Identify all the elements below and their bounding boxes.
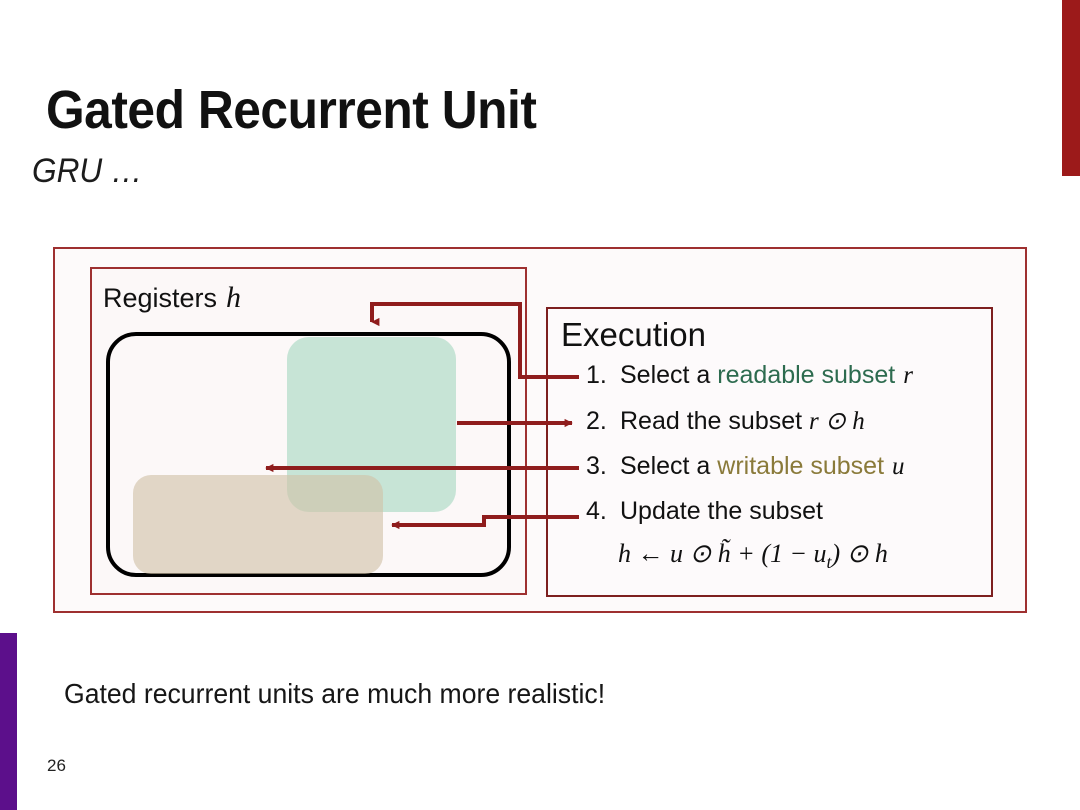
step-3-variable: u xyxy=(892,453,905,480)
step-3-text: Select a writable subset u xyxy=(620,452,905,481)
step-4-text: Update the subset xyxy=(620,497,823,525)
step-2-number: 2. xyxy=(586,407,607,435)
registers-label-text: Registers xyxy=(103,283,218,313)
step-1-variable: r xyxy=(903,362,913,389)
formula-lhs: h xyxy=(618,539,631,568)
formula-term1: u ⊙ h̃ xyxy=(670,539,731,568)
execution-title: Execution xyxy=(561,316,706,353)
step-1-text: Select a readable subset r xyxy=(620,361,913,390)
execution-step-list: 1. Select a readable subset r 2. Read the… xyxy=(586,361,986,526)
step-1-pre: Select a xyxy=(620,361,718,389)
page-number: 26 xyxy=(47,756,66,775)
writable-subset-block xyxy=(133,475,383,574)
formula-term2: (1 − u xyxy=(761,539,827,568)
execution-step-2: 2. Read the subset r ⊙ h xyxy=(586,406,986,436)
slide-caption: Gated recurrent units are much more real… xyxy=(64,678,606,709)
step-1-number: 1. xyxy=(586,361,607,389)
step-3-pre: Select a xyxy=(620,452,718,480)
step-4-number: 4. xyxy=(586,497,607,525)
step-2-text: Read the subset r ⊙ h xyxy=(620,406,865,436)
execution-step-1: 1. Select a readable subset r xyxy=(586,361,986,390)
formula-arrow: ← xyxy=(637,539,664,568)
registers-label: Registers h xyxy=(103,281,241,315)
update-formula: h ← u ⊙ h̃ + (1 − ut) ⊙ h xyxy=(618,539,888,573)
step-2-variable: r ⊙ h xyxy=(809,408,865,435)
accent-bar-left xyxy=(0,633,17,810)
step-3-number: 3. xyxy=(586,452,607,480)
execution-step-4: 4. Update the subset xyxy=(586,497,986,526)
formula-plus: + xyxy=(737,539,755,568)
execution-panel xyxy=(546,307,993,597)
accent-bar-right xyxy=(1062,0,1080,176)
formula-term3: ) ⊙ h xyxy=(831,539,888,568)
step-1-keyword: readable subset xyxy=(717,361,896,389)
registers-variable: h xyxy=(226,281,242,314)
page-subtitle: GRU … xyxy=(32,152,143,190)
register-bank-outline xyxy=(106,332,511,577)
formula-subscript: t xyxy=(826,552,832,573)
page-title: Gated Recurrent Unit xyxy=(46,80,537,140)
execution-step-3: 3. Select a writable subset u xyxy=(586,452,986,481)
step-3-keyword: writable subset xyxy=(717,452,885,480)
step-2-pre: Read the subset xyxy=(620,407,810,435)
